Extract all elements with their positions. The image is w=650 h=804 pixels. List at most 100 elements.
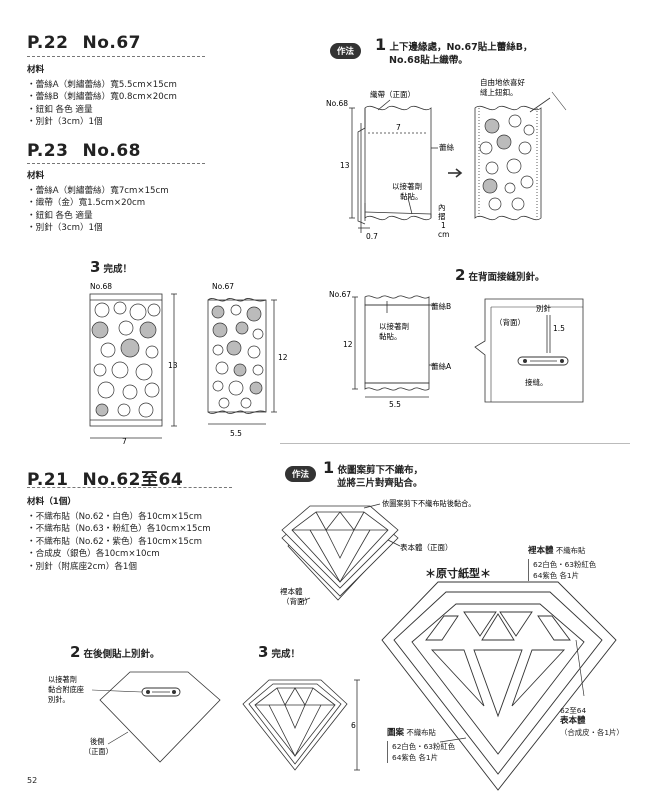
label-back-body-side: （背面） xyxy=(282,596,312,606)
dim-1-5: 1.5 xyxy=(553,324,565,333)
step1-instruction: 1 依圖案剪下不織布， 並將三片對齊貼合。 xyxy=(323,458,423,490)
dim-13: 13 xyxy=(340,161,350,170)
label-glue: 以接著劑 xyxy=(392,181,422,191)
step-number: 1 xyxy=(323,458,335,477)
step2-pin-diagram: 以接著劑 黏合附底座 別針。 後側 （正面） xyxy=(48,671,221,763)
diamond-layers-diagram: 依圖案剪下不織布貼後黏合。 表本體（正面） 裡本體 （背面） xyxy=(280,499,475,606)
inner-color-line: 64紫色 各1片 xyxy=(533,571,580,580)
dim-cm: cm xyxy=(438,230,449,239)
label-glue: 以接著劑 xyxy=(48,675,77,684)
label-glue2: 黏貼。 xyxy=(400,191,423,201)
dim-7: 7 xyxy=(122,437,127,446)
label-glue: 黏合附底座 xyxy=(48,685,84,694)
pattern-piece-note: 圖案 不織布貼 62白色・63粉紅色 64紫色 各1片 xyxy=(387,727,455,763)
step3-finished-diagram: No.68 No.67 13 12 7 5.5 xyxy=(89,282,288,446)
step1-diagram: No.68 織帶（正面） 7 13 蕾絲 以接著劑 黏貼。 內 摺 1 cm 0… xyxy=(326,78,567,241)
step-text: No.68貼上織帶。 xyxy=(389,55,468,66)
label-free2: 縫上鈕釦。 xyxy=(480,87,518,97)
step-number: 3 xyxy=(90,258,101,276)
dim-13: 13 xyxy=(168,361,178,370)
dim-6: 6 xyxy=(351,721,356,730)
step1-instruction: 1 上下邊緣處，No.67貼上蕾絲B， No.68貼上織帶。 xyxy=(375,35,533,67)
full-size-pattern xyxy=(381,581,617,791)
label-fold: 內 xyxy=(438,203,446,212)
label-back-body: 裡本體 xyxy=(280,586,303,596)
label-sew: 接縫。 xyxy=(525,377,548,387)
dim-12: 12 xyxy=(278,353,288,362)
label-ribbon: 織帶（正面） xyxy=(370,89,415,99)
label-no68: No.68 xyxy=(90,282,112,291)
label-front-body: 表本體（正面） xyxy=(400,542,453,552)
material-item: ・蕾絲A（刺繡蕾絲）寬5.5cm×15cm xyxy=(27,79,177,90)
title-rule xyxy=(27,487,232,488)
step-title: 在背面接縫別針。 xyxy=(468,272,545,283)
step-number: 1 xyxy=(375,35,387,54)
step-text: 依圖案剪下不織布， xyxy=(337,465,423,476)
label-no67: No.67 xyxy=(329,290,351,299)
label-laceA: 蕾絲A xyxy=(431,361,452,371)
label-free: 自由地依喜好 xyxy=(480,78,525,87)
inner-color-line: 62白色・63粉紅色 xyxy=(533,560,597,569)
item-number: No.67 xyxy=(82,33,141,53)
section-divider xyxy=(280,443,630,444)
materials-heading: 材料 xyxy=(27,171,45,181)
step-number: 3 xyxy=(258,643,269,661)
label-back-side-front: （正面） xyxy=(84,747,113,756)
label-back-side: 後側 xyxy=(90,737,104,746)
material-item: ・合成皮（銀色）各10cm×10cm xyxy=(27,549,160,559)
materials-heading: 材料 xyxy=(27,65,45,75)
section-title-p21: P.21 No.62至64 xyxy=(27,465,183,490)
outer-body-numbers: 62至64 xyxy=(560,706,587,715)
page-ref: P.23 xyxy=(27,141,69,161)
step-number: 2 xyxy=(70,643,81,661)
outer-body-note: 62至64 表本體 （合成皮・各1片） xyxy=(560,705,624,738)
outer-body-title: 表本體 xyxy=(560,716,586,726)
label-cut-note: 依圖案剪下不織布貼後黏合。 xyxy=(382,499,475,508)
label-laceB: 蕾絲B xyxy=(431,301,451,311)
inner-body-note: 裡本體 不織布貼 62白色・63粉紅色 64紫色 各1片 xyxy=(528,545,596,581)
inner-body-material: 不織布貼 xyxy=(555,546,586,555)
title-rule xyxy=(27,56,205,57)
label-back: （背面） xyxy=(495,317,525,327)
pattern-title: ＊原寸紙型＊ xyxy=(425,567,491,580)
material-item: ・蕾絲A（刺繡蕾絲）寬7cm×15cm xyxy=(27,185,169,196)
page-ref: P.21 xyxy=(27,470,69,490)
label-lace: 蕾絲 xyxy=(439,142,454,152)
material-item: ・鈕釦 各色 適量 xyxy=(27,210,93,221)
dim-7: 7 xyxy=(396,123,401,132)
label-glue2: 黏貼。 xyxy=(379,331,402,341)
label-no67: No.67 xyxy=(212,282,234,291)
dim-1: 1 xyxy=(441,221,446,230)
material-item: ・別針（3cm）1個 xyxy=(27,117,103,127)
material-item: ・不織布貼（No.62・白色）各10cm×15cm xyxy=(27,511,202,522)
step-text: 上下邊緣處，No.67貼上蕾絲B， xyxy=(389,42,533,53)
materials-list-no62-64: 材料（1個） ・不織布貼（No.62・白色）各10cm×15cm ・不織布貼（N… xyxy=(27,496,211,573)
dim-0-7: 0.7 xyxy=(366,232,378,241)
material-item: ・別針（附底座2cm）各1個 xyxy=(27,561,137,572)
materials-list-no68: 材料 ・蕾絲A（刺繡蕾絲）寬7cm×15cm ・織帶（金）寬1.5cm×20cm… xyxy=(27,170,169,235)
step-title: 在後側貼上別針。 xyxy=(83,649,160,660)
pattern-color-line: 62白色・63粉紅色 xyxy=(392,742,456,751)
label-pin: 別針 xyxy=(536,303,551,313)
material-item: ・蕾絲B（刺繡蕾絲）寬0.8cm×20cm xyxy=(27,92,177,102)
label-glue: 別針。 xyxy=(48,695,70,704)
materials-heading: 材料（1個） xyxy=(27,497,76,507)
howto-badge: 作法 xyxy=(330,43,362,59)
step2-diagram: No.67 蕾絲B 以接著劑 黏貼。 12 蕾絲A 5.5 （背面） 別針 1.… xyxy=(329,290,584,409)
pattern-color-line: 64紫色 各1片 xyxy=(392,753,439,762)
label-fold: 摺 xyxy=(438,211,446,221)
inner-body-title: 裡本體 xyxy=(528,546,554,556)
outer-body-material: （合成皮・各1片） xyxy=(560,728,624,737)
material-item: ・織帶（金）寬1.5cm×20cm xyxy=(27,198,146,208)
title-rule xyxy=(27,163,205,164)
pattern-label: 圖案 xyxy=(387,728,405,738)
page-number: 52 xyxy=(27,776,38,785)
material-item: ・不織布貼（No.63・粉紅色）各10cm×15cm xyxy=(27,524,211,534)
label-no68: No.68 xyxy=(326,99,348,108)
item-number: No.62至64 xyxy=(82,470,184,490)
dim-5-5: 5.5 xyxy=(230,429,242,438)
